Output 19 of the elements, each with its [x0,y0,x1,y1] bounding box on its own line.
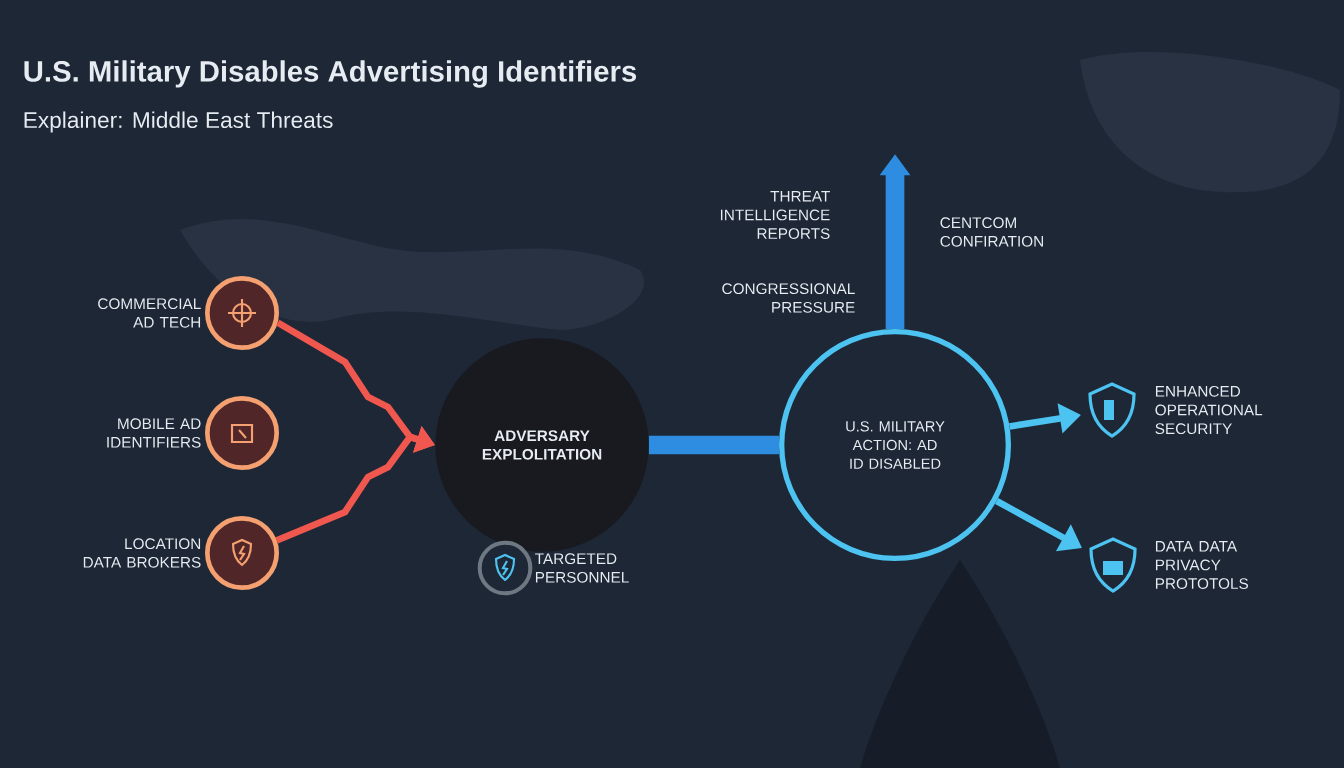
node-label: DATA DATA PRIVACY PROTOTOLS [1156,541,1249,589]
icon-circle [477,540,533,596]
node-label: ENHANCED OPERATIONAL SECURITY [1155,385,1263,435]
factor-label: CENTCOM CONFIRATION [940,217,1043,247]
shield-icon [1088,382,1136,438]
icon-circle [205,396,279,470]
factor-label: CONGRESSIONAL PRESSURE [722,283,855,313]
node-label: LOCATION DATA BROKERS [83,538,201,568]
node-label: MOBILE AD IDENTIFIERS [107,418,201,448]
title: U.S. Military Disables Advertising Identifiers [24,60,637,88]
glowing-ring: U.S. MILITARY ACTION: AD ID DISABLED [779,329,1011,561]
connector-bar [648,435,779,455]
subtitle: Explainer: Middle East Threats [24,111,333,133]
icon-circle [205,516,279,590]
icon-circle [205,276,279,350]
node-label: COMMERCIAL AD TECH [98,298,201,328]
shield-icon [1089,537,1137,593]
node-label: TARGETED PERSONNEL [535,553,629,583]
factor-label: THREAT INTELLIGENCE REPORTS [720,191,830,239]
